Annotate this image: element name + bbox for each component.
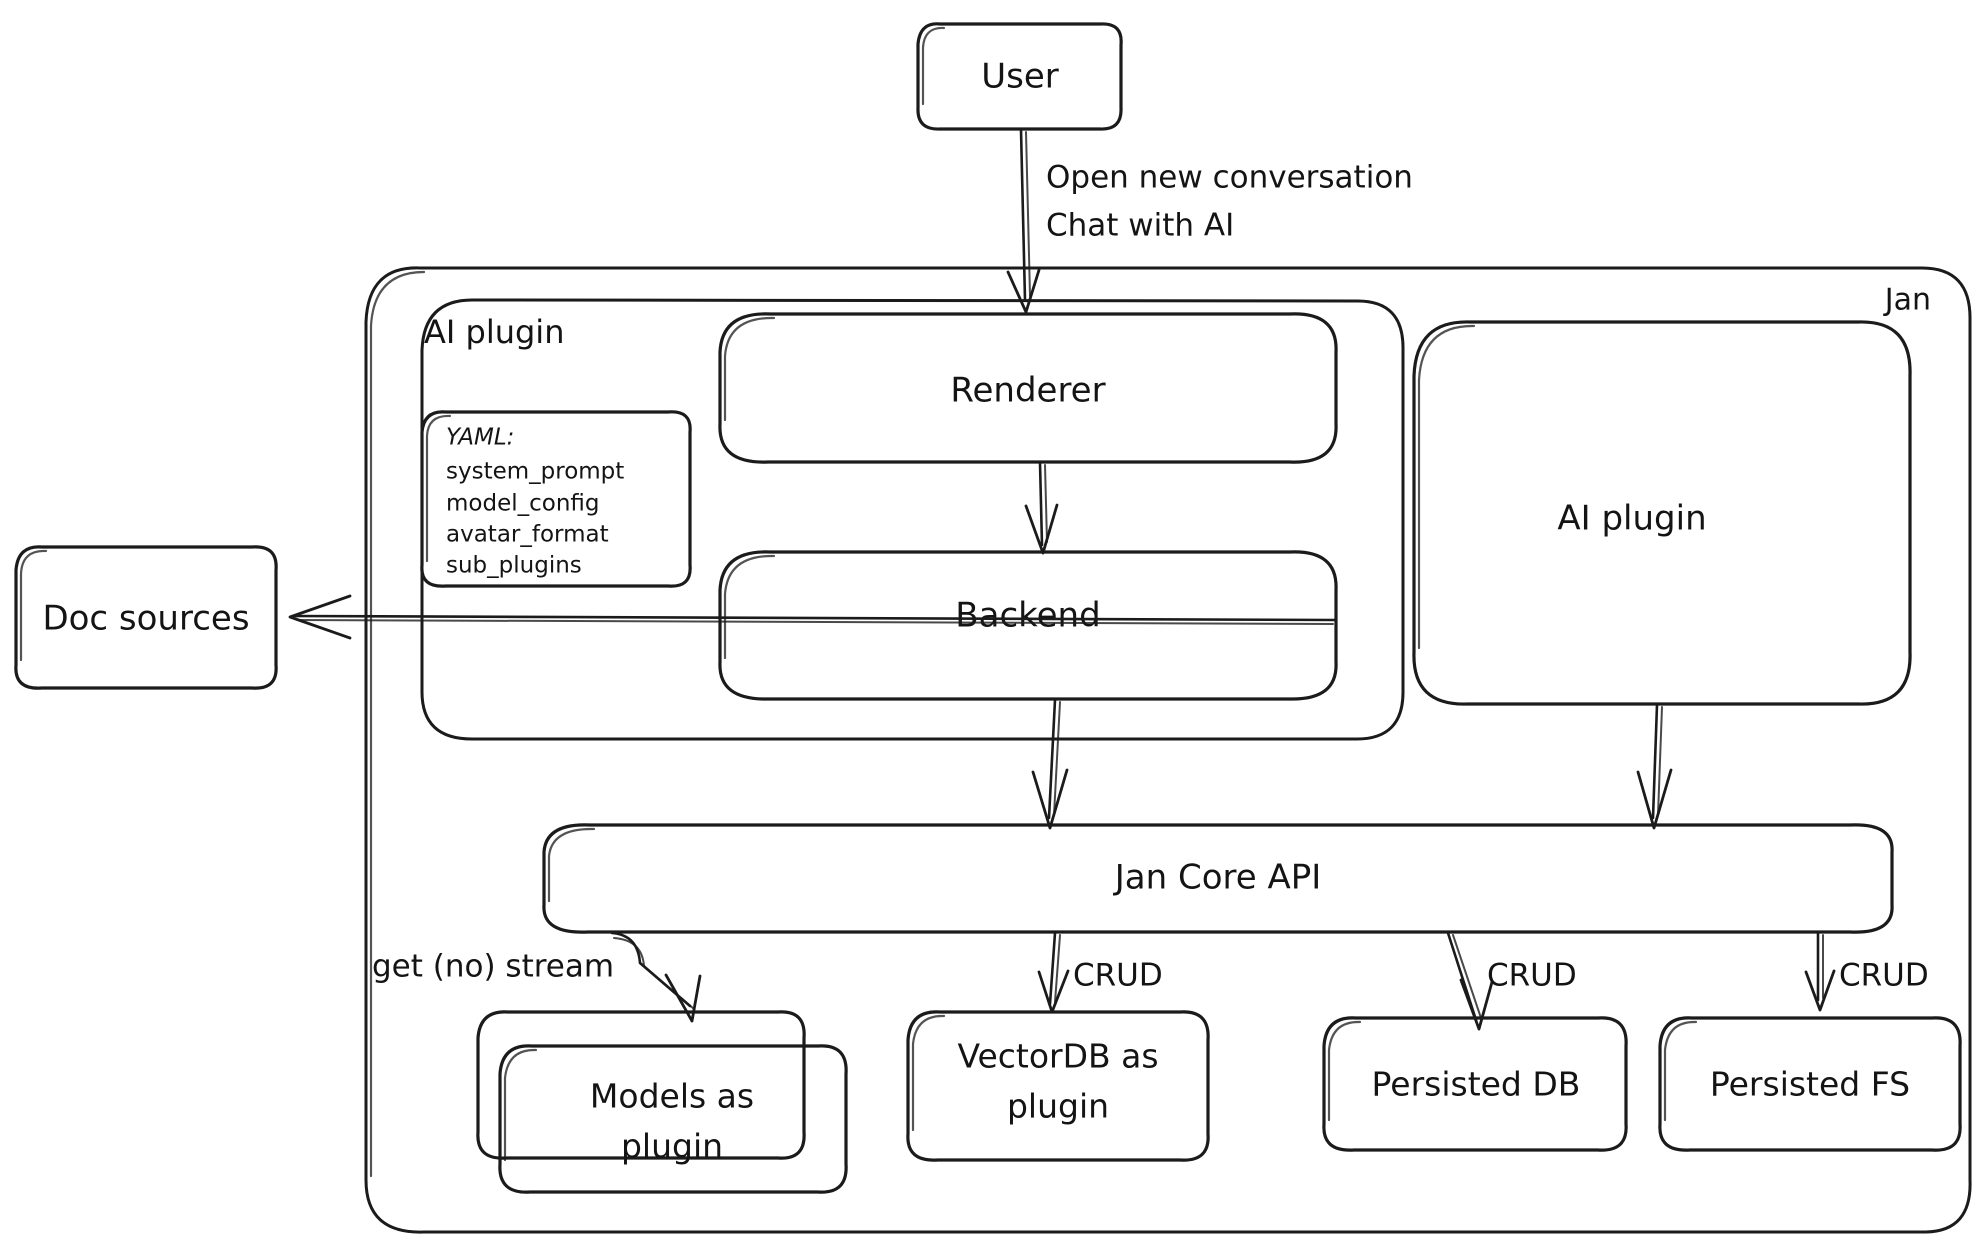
edge-backend-to-doc-sources bbox=[288, 594, 1337, 640]
node-backend-label: Backend bbox=[955, 596, 1100, 636]
node-vectordb-as-plugin-label-1: VectorDB as bbox=[957, 1037, 1158, 1076]
node-vectordb-as-plugin-label-2: plugin bbox=[1007, 1087, 1109, 1126]
edge-core-to-vectordb-label: CRUD bbox=[1073, 958, 1163, 994]
edge-core-to-persisted-fs: CRUD bbox=[1804, 931, 1929, 1012]
node-models-as-plugin-label-2: plugin bbox=[621, 1127, 723, 1166]
card-yaml-header: YAML: bbox=[446, 425, 514, 451]
node-persisted-db-label: Persisted DB bbox=[1372, 1065, 1581, 1104]
card-yaml-key-3: sub_plugins bbox=[446, 553, 582, 579]
edge-backend-to-core bbox=[1031, 698, 1069, 830]
edge-user-to-renderer-label-1: Open new conversation bbox=[1046, 160, 1413, 196]
node-renderer-label: Renderer bbox=[950, 371, 1105, 411]
edge-core-to-vectordb: CRUD bbox=[1037, 931, 1163, 1014]
node-user-label: User bbox=[981, 57, 1059, 97]
node-renderer[interactable]: Renderer bbox=[718, 312, 1338, 464]
card-yaml-key-0: system_prompt bbox=[446, 459, 624, 485]
edge-ai-plugin-right-to-core bbox=[1636, 703, 1673, 830]
edge-core-to-persisted-fs-label: CRUD bbox=[1839, 958, 1929, 994]
node-ai-plugin-right-label: AI plugin bbox=[1557, 499, 1706, 539]
container-jan: Jan bbox=[364, 266, 1972, 1234]
edge-core-to-models: get (no) stream bbox=[372, 931, 702, 1023]
node-doc-sources-label: Doc sources bbox=[42, 599, 249, 639]
edge-core-to-persisted-db-label: CRUD bbox=[1487, 958, 1577, 994]
node-persisted-db[interactable]: Persisted DB bbox=[1322, 1016, 1628, 1152]
edge-renderer-to-backend bbox=[1024, 461, 1059, 555]
container-ai-plugin-group-label: AI plugin bbox=[424, 313, 564, 351]
node-doc-sources[interactable]: Doc sources bbox=[14, 545, 278, 690]
node-user[interactable]: User bbox=[916, 22, 1123, 131]
container-jan-label: Jan bbox=[1883, 283, 1931, 318]
edge-user-to-renderer-label-2: Chat with AI bbox=[1046, 208, 1234, 244]
node-jan-core-api-label: Jan Core API bbox=[1113, 858, 1322, 898]
node-vectordb-as-plugin[interactable]: VectorDB as plugin bbox=[906, 1010, 1210, 1162]
edge-core-to-models-label: get (no) stream bbox=[372, 949, 614, 985]
card-yaml-key-1: model_config bbox=[446, 491, 600, 517]
node-persisted-fs[interactable]: Persisted FS bbox=[1658, 1016, 1962, 1152]
card-yaml-key-2: avatar_format bbox=[446, 522, 609, 548]
node-persisted-fs-label: Persisted FS bbox=[1710, 1065, 1910, 1104]
node-backend[interactable]: Backend bbox=[718, 550, 1338, 701]
node-ai-plugin-right[interactable]: AI plugin bbox=[1412, 320, 1912, 706]
edge-core-to-persisted-db: CRUD bbox=[1446, 931, 1577, 1031]
container-ai-plugin-group: AI plugin bbox=[420, 298, 1405, 741]
card-yaml-config: YAML: system_prompt model_config avatar_… bbox=[420, 410, 692, 588]
edge-user-to-renderer: Open new conversation Chat with AI bbox=[1006, 128, 1413, 314]
node-models-as-plugin[interactable]: Models as plugin bbox=[476, 1010, 848, 1194]
node-jan-core-api[interactable]: Jan Core API bbox=[542, 823, 1894, 934]
node-models-as-plugin-label-1: Models as bbox=[590, 1077, 754, 1116]
